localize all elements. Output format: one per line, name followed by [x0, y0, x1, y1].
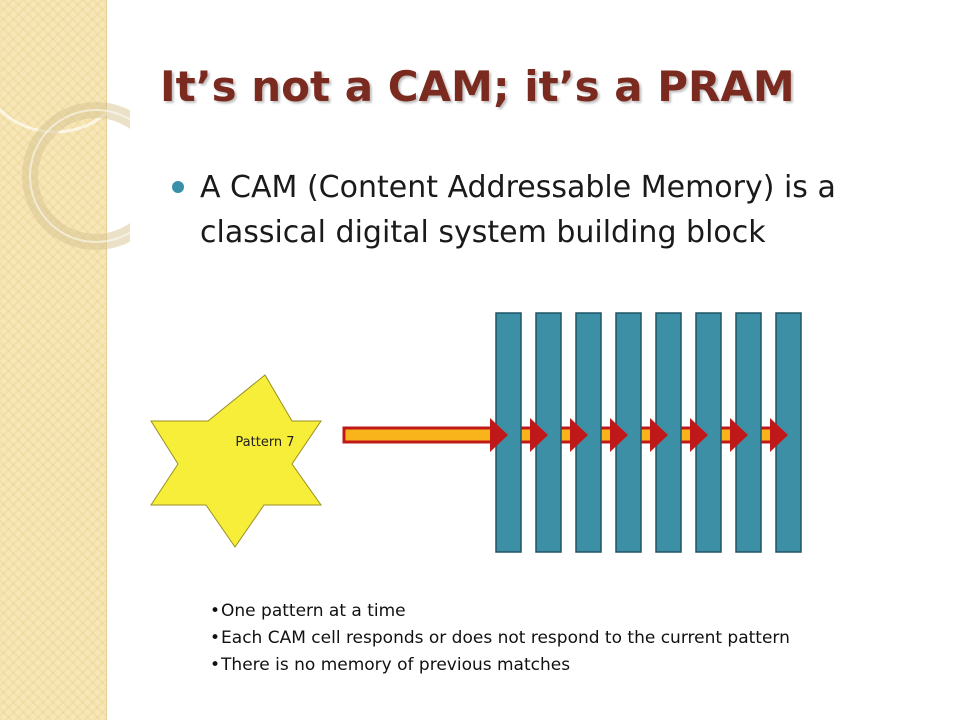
note-item: There is no memory of previous matches: [210, 652, 790, 679]
arrowhead-icon: [650, 418, 668, 452]
arrowhead-icon: [730, 418, 748, 452]
pattern-label: Pattern 7: [235, 435, 294, 450]
pattern-star-icon: [150, 374, 322, 548]
slide-title: It’s not a CAM; it’s a PRAM: [160, 62, 795, 111]
arrowhead-icon: [570, 418, 588, 452]
arrowhead-icon: [530, 418, 548, 452]
arrowhead-icon: [490, 418, 508, 452]
arrowhead-icon: [770, 418, 788, 452]
bullet-item: A CAM (Content Addressable Memory) is a …: [172, 165, 912, 255]
arrowhead-icon: [610, 418, 628, 452]
note-item: Each CAM cell responds or does not respo…: [210, 625, 790, 652]
bullet-text: A CAM (Content Addressable Memory) is a …: [200, 170, 836, 250]
note-item: One pattern at a time: [210, 598, 790, 625]
bullet-dot-icon: [172, 181, 184, 193]
cam-cells: [495, 312, 802, 553]
decorative-circles: [0, 0, 130, 250]
arrowheads: [490, 418, 788, 452]
arrowhead-icon: [690, 418, 708, 452]
notes-list: One pattern at a time Each CAM cell resp…: [210, 598, 790, 679]
